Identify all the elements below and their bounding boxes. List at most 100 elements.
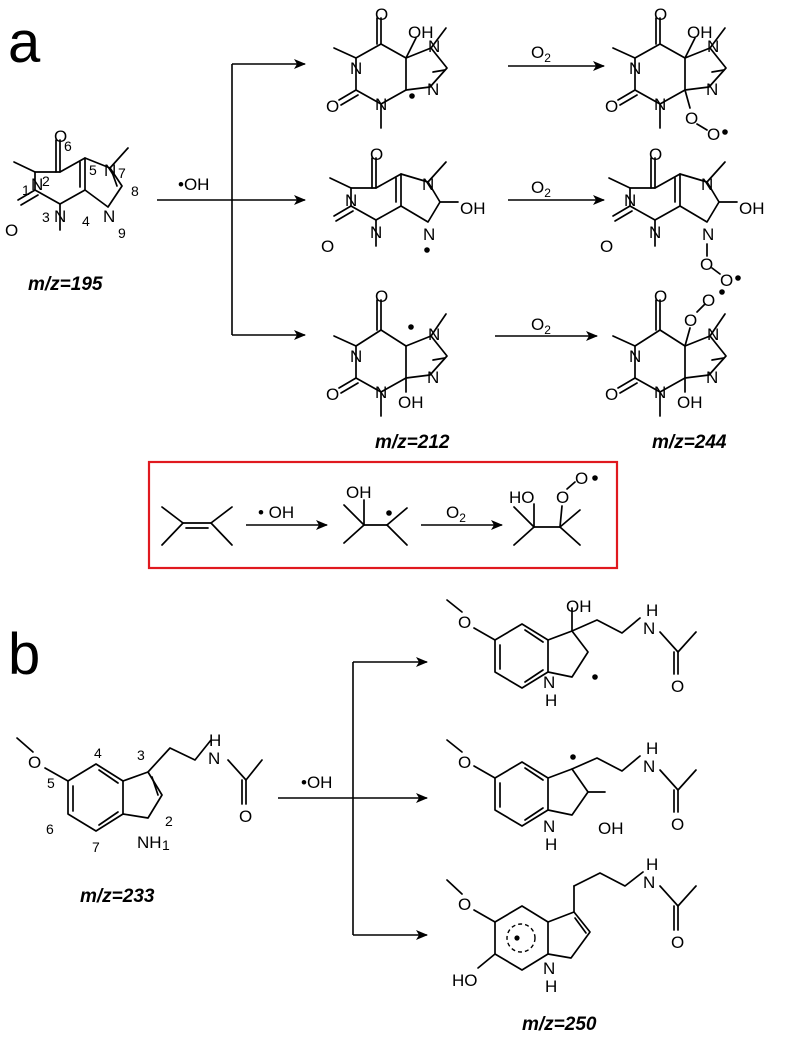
atom-h: H bbox=[209, 731, 221, 750]
atom-o: O bbox=[375, 287, 388, 306]
atom-o: O bbox=[707, 125, 720, 144]
atom-o: O bbox=[575, 469, 588, 488]
peroxyl-product-1-structure: O N O N OH N N O O bbox=[605, 5, 728, 144]
atom-oh: OH bbox=[677, 393, 703, 412]
radical-dot bbox=[592, 475, 598, 481]
atom-n: N bbox=[428, 325, 440, 344]
atom-n: N bbox=[707, 37, 719, 56]
reagent-oh-a: •OH bbox=[178, 175, 209, 194]
panel-b-label: b bbox=[8, 622, 40, 687]
atom-o: O bbox=[370, 145, 383, 164]
atom-n: N bbox=[543, 673, 555, 692]
atom-n: N bbox=[428, 37, 440, 56]
atom-o: O bbox=[654, 287, 667, 306]
intermediate-1-structure: O N O N OH N N bbox=[326, 5, 448, 129]
mz-label-212: m/z=212 bbox=[375, 432, 450, 453]
atom-o: O bbox=[600, 237, 613, 256]
radical-dot bbox=[408, 324, 414, 330]
panel-a-label: a bbox=[8, 10, 41, 75]
locant-2: 2 bbox=[42, 173, 50, 189]
mz-label-233: m/z=233 bbox=[80, 886, 155, 907]
radical-dot bbox=[386, 510, 392, 516]
locant-8: 8 bbox=[131, 183, 139, 199]
peroxyl-product-2-structure: O N O N N N OH O O bbox=[600, 145, 765, 290]
atom-n9: N bbox=[103, 207, 115, 226]
atom-oh: OH bbox=[566, 597, 592, 616]
atom-oh: OH bbox=[346, 483, 372, 502]
atom-oh: OH bbox=[598, 819, 624, 838]
atom-n: N bbox=[643, 757, 655, 776]
locant-2: 2 bbox=[165, 813, 173, 829]
atom-n: N bbox=[543, 959, 555, 978]
o2-arrows-a bbox=[495, 61, 605, 341]
atom-o: O bbox=[720, 271, 733, 290]
atom-n: N bbox=[654, 383, 666, 402]
atom-n: N bbox=[208, 749, 220, 768]
atom-o: O bbox=[605, 385, 618, 404]
atom-n: N bbox=[375, 383, 387, 402]
atom-n: N bbox=[706, 80, 718, 99]
atom-n: N bbox=[350, 347, 362, 366]
radical-dot bbox=[514, 935, 520, 941]
atom-ho: HO bbox=[509, 488, 535, 507]
radical-dot bbox=[592, 674, 598, 680]
atom-o: O bbox=[321, 237, 334, 256]
locant-6: 6 bbox=[64, 138, 72, 154]
radical-dot bbox=[735, 275, 741, 281]
peroxyl-product-3-structure: O N O N OH N N O O bbox=[605, 287, 727, 417]
atom-o: O bbox=[654, 5, 667, 24]
atom-o: O bbox=[326, 385, 339, 404]
branch-arrows-b bbox=[278, 657, 428, 940]
atom-n: N bbox=[427, 368, 439, 387]
radical-dot bbox=[570, 754, 576, 760]
radical-dot bbox=[719, 289, 725, 295]
atom-h: H bbox=[545, 835, 557, 854]
atom-n: N bbox=[654, 95, 666, 114]
atom-n1: N bbox=[31, 175, 43, 194]
atom-o: O bbox=[700, 255, 713, 274]
atom-o: O bbox=[685, 109, 698, 128]
intermediate-2-structure: O N O N N N OH bbox=[321, 145, 486, 256]
melatonin-product-3-structure: O HO N H H N O bbox=[446, 855, 697, 996]
atom-o: O bbox=[671, 815, 684, 834]
atom-h: H bbox=[646, 601, 658, 620]
melatonin-product-1-structure: O OH N H H N O bbox=[446, 597, 697, 710]
locant-7: 7 bbox=[118, 165, 126, 181]
intermediate-3-structure: O N O N OH N N bbox=[326, 287, 448, 417]
atom-n: N bbox=[423, 225, 435, 244]
atom-oh: OH bbox=[687, 23, 713, 42]
atom-n7: N bbox=[104, 161, 116, 180]
atom-oh: OH bbox=[460, 199, 486, 218]
delocalized-radical-ring bbox=[506, 923, 536, 953]
hydroxy-radical-structure: OH bbox=[343, 483, 408, 546]
atom-h: H bbox=[646, 739, 658, 758]
atom-n3: N bbox=[54, 207, 66, 226]
atom-n: N bbox=[375, 95, 387, 114]
reagent-o2: O2 bbox=[531, 178, 551, 200]
atom-n: N bbox=[643, 619, 655, 638]
locant-5: 5 bbox=[89, 162, 97, 178]
locant-3: 3 bbox=[137, 747, 145, 763]
atom-n: N bbox=[370, 223, 382, 242]
atom-oh: OH bbox=[739, 199, 765, 218]
atom-o: O bbox=[556, 488, 569, 507]
atom-o: O bbox=[326, 97, 339, 116]
atom-o: O bbox=[375, 5, 388, 24]
atom-n: N bbox=[422, 175, 434, 194]
melatonin-product-2-structure: O N H OH H N O bbox=[446, 739, 697, 854]
branch-arrows-a bbox=[157, 59, 306, 340]
atom-o: O bbox=[649, 145, 662, 164]
locant-7: 7 bbox=[92, 839, 100, 855]
inset-reagent-o2: O2 bbox=[446, 503, 466, 525]
atom-o: O bbox=[671, 933, 684, 952]
radical-dot bbox=[409, 93, 415, 99]
locant-3: 3 bbox=[42, 209, 50, 225]
atom-o6: O bbox=[54, 127, 67, 146]
atom-o: O bbox=[605, 97, 618, 116]
mz-label-195: m/z=195 bbox=[28, 274, 103, 295]
locant-1: 1 bbox=[22, 182, 30, 198]
atom-n: N bbox=[706, 368, 718, 387]
atom-n: N bbox=[624, 191, 636, 210]
locant-4: 4 bbox=[82, 213, 90, 229]
